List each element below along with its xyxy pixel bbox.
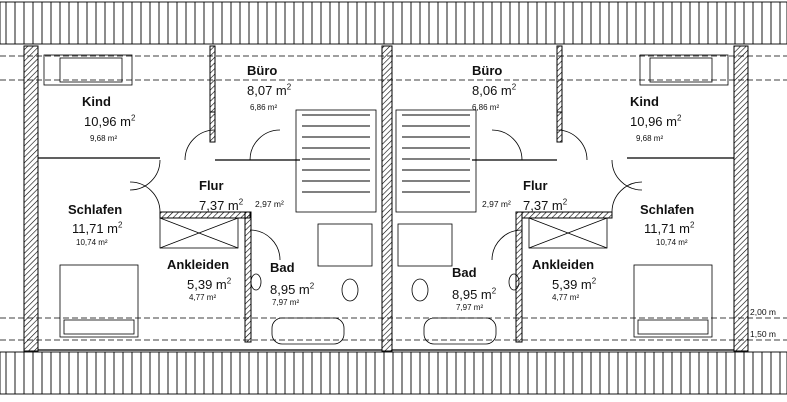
room-area-kind-right: 10,96 m2 bbox=[630, 113, 682, 129]
sink-left bbox=[250, 273, 262, 291]
desk-kind-left bbox=[43, 54, 133, 86]
room-name-schlafen-right: Schlafen bbox=[640, 202, 695, 217]
height-1-50: 1,50 m bbox=[750, 329, 776, 339]
roof-tiles-top bbox=[5, 2, 781, 44]
right-gable-wall bbox=[733, 45, 749, 352]
room-area-schlafen-left: 11,71 m2 bbox=[72, 220, 123, 236]
sink-right bbox=[508, 273, 520, 291]
room-sub-bad-right: 7,97 m² bbox=[456, 303, 484, 312]
stair-right bbox=[402, 114, 470, 193]
room-area-flur-left: 7,37 m2 bbox=[199, 197, 244, 213]
room-sub-schlafen-right: 10,74 m² bbox=[656, 238, 688, 247]
room-area-buero-left: 8,07 m2 bbox=[247, 82, 292, 98]
stair-left bbox=[302, 114, 370, 193]
room-name-bad-left: Bad bbox=[270, 260, 295, 275]
room-name-flur-left: Flur bbox=[199, 178, 224, 193]
room-sub-kind-left: 9,68 m² bbox=[90, 134, 118, 143]
bathtub-left bbox=[271, 317, 345, 345]
room-sub-schlafen-left: 10,74 m² bbox=[76, 238, 108, 247]
room-area-ankleiden-left: 5,39 m2 bbox=[187, 276, 232, 292]
shower-right bbox=[397, 223, 453, 267]
room-area-kind-left: 10,96 m2 bbox=[84, 113, 136, 129]
room-sub-ankleiden-left: 4,77 m² bbox=[189, 293, 217, 302]
toilet-left bbox=[341, 278, 359, 302]
room-name-kind-right: Kind bbox=[630, 94, 659, 109]
room-sub-bad-left: 7,97 m² bbox=[272, 298, 300, 307]
room-name-kind-left: Kind bbox=[82, 94, 111, 109]
shower-left bbox=[317, 223, 373, 267]
bed-right bbox=[633, 264, 713, 338]
bed-left bbox=[59, 264, 139, 338]
room-sub-flur-right: 2,97 m² bbox=[482, 199, 511, 209]
room-sub-ankleiden-right: 4,77 m² bbox=[552, 293, 580, 302]
room-area-ankleiden-right: 5,39 m2 bbox=[552, 276, 597, 292]
room-name-schlafen-left: Schlafen bbox=[68, 202, 123, 217]
room-name-ankleiden-left: Ankleiden bbox=[167, 257, 230, 272]
room-name-bad-right: Bad bbox=[452, 265, 477, 280]
desk-kind-right bbox=[639, 54, 729, 86]
room-area-buero-right: 8,06 m2 bbox=[472, 82, 517, 98]
room-sub-kind-right: 9,68 m² bbox=[636, 134, 664, 143]
room-name-ankleiden-right: Ankleiden bbox=[532, 257, 595, 272]
room-name-flur-right: Flur bbox=[523, 178, 548, 193]
toilet-right bbox=[411, 278, 429, 302]
left-gable-wall bbox=[23, 45, 39, 352]
bathtub-right bbox=[423, 317, 497, 345]
room-name-buero-right: Büro bbox=[472, 63, 503, 78]
roof-tiles-bottom bbox=[5, 352, 781, 394]
room-sub-buero-left: 6,86 m² bbox=[250, 103, 278, 112]
room-sub-flur-left: 2,97 m² bbox=[255, 199, 284, 209]
room-area-bad-right: 8,95 m2 bbox=[452, 286, 497, 302]
height-2-00: 2,00 m bbox=[750, 307, 776, 317]
party-wall bbox=[381, 45, 393, 352]
room-area-bad-left: 8,95 m2 bbox=[270, 281, 315, 297]
room-name-buero-left: Büro bbox=[247, 63, 278, 78]
room-sub-buero-right: 6,86 m² bbox=[472, 103, 500, 112]
room-area-flur-right: 7,37 m2 bbox=[523, 197, 568, 213]
room-area-schlafen-right: 11,71 m2 bbox=[644, 220, 695, 236]
